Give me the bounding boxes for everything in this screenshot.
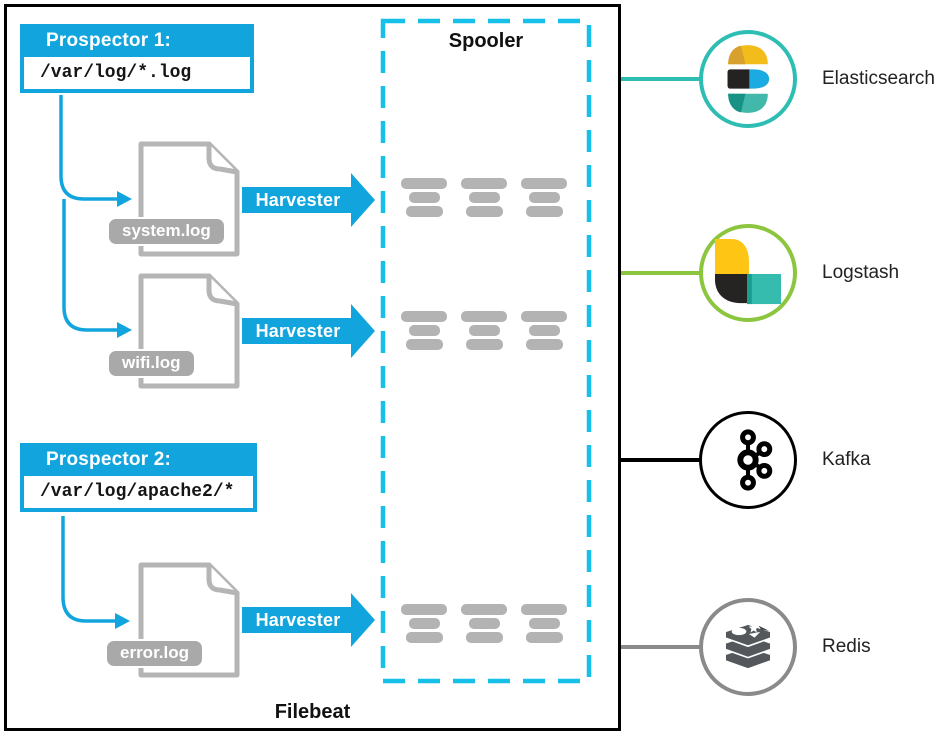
event-stack-icon [461,178,507,217]
arrow-right-icon [242,593,375,647]
harvester-arrow-2: Harvester [242,303,376,359]
event-stack-icon [461,604,507,643]
prospector-1-title: Prospector 1: [46,30,172,51]
prospector-2-path: /var/log/apache2/* [24,476,253,508]
output-label-redis: Redis [822,636,871,657]
spooler-label: Spooler [448,30,524,52]
redis-logo-icon [699,598,797,696]
event-stack-icon [401,311,447,350]
arrow-right-icon [242,304,375,358]
logstash-logo-icon [699,224,797,322]
spooler-events-group-2 [401,311,567,350]
prospector-1-path: /var/log/*.log [24,57,250,89]
log-file-name-badge: error.log [105,639,204,668]
event-stack-icon [521,178,567,217]
event-stack-icon [521,311,567,350]
spooler-events-group-3 [401,604,567,643]
prospector-2-box: Prospector 2: /var/log/apache2/* [20,443,257,512]
connector-line-logstash [621,271,700,275]
log-file-name-badge: system.log [107,217,226,246]
harvester-arrow-3: Harvester [242,592,376,648]
event-stack-icon [401,178,447,217]
elasticsearch-logo-icon [699,30,797,128]
harvester-label: Harvester [255,320,341,341]
prospector-2-title: Prospector 2: [46,449,172,470]
harvester-label: Harvester [255,189,341,210]
event-stack-icon [461,311,507,350]
event-stack-icon [401,604,447,643]
connector-line-kafka [621,458,700,462]
output-label-logstash: Logstash [822,262,900,283]
spooler-events-group-1 [401,178,567,217]
event-stack-icon [521,604,567,643]
harvester-arrow-1: Harvester [242,172,376,228]
output-label-kafka: Kafka [822,449,871,470]
harvester-label: Harvester [255,609,341,630]
connector-line-redis [621,645,700,649]
spooler-box [380,18,592,684]
prospector-1-box: Prospector 1: /var/log/*.log [20,24,254,93]
arrow-right-icon [242,173,375,227]
log-file-name-badge: wifi.log [107,349,196,378]
kafka-logo-icon [699,411,797,509]
connector-line-elasticsearch [621,77,700,81]
filebeat-label: Filebeat [274,701,351,723]
output-label-elasticsearch: Elasticsearch [822,68,935,89]
